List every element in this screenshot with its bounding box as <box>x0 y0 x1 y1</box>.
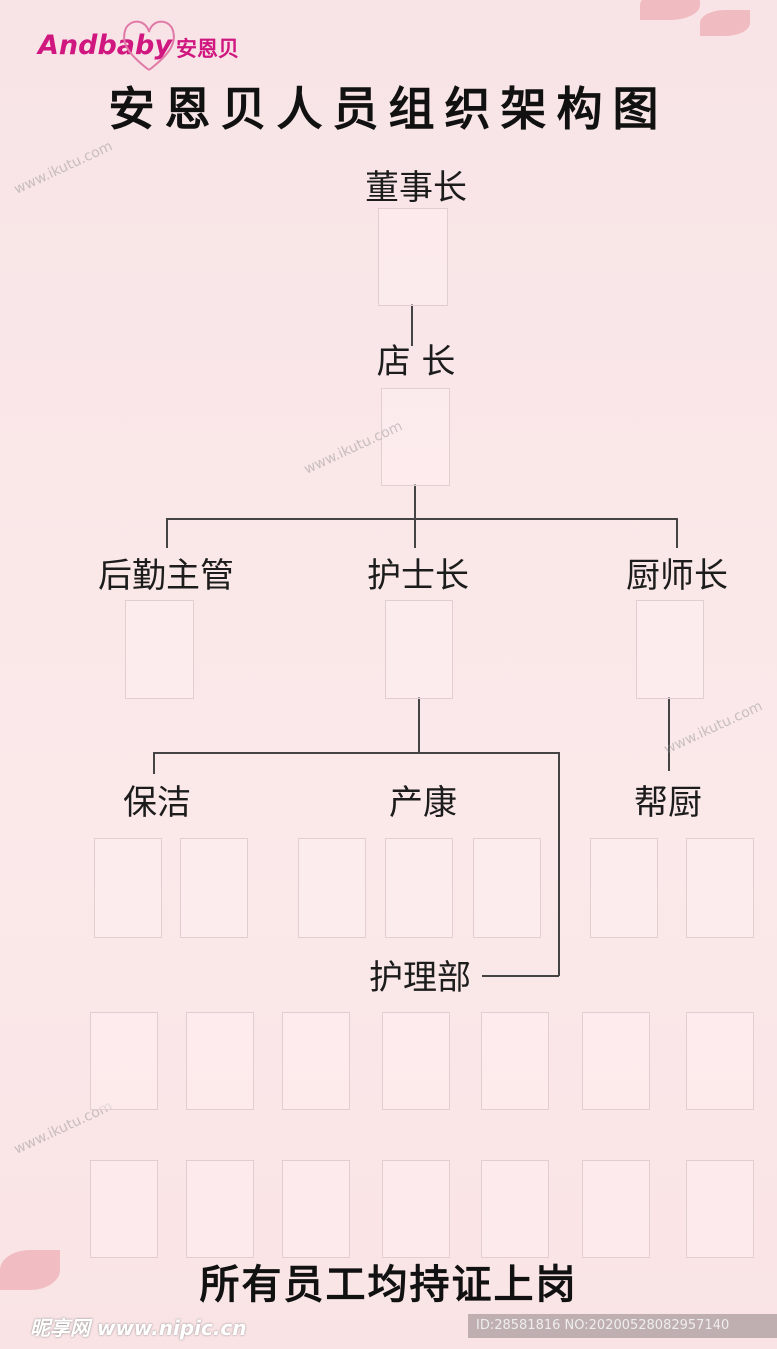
photo-placeholder <box>378 208 448 306</box>
photo-placeholder <box>636 600 704 699</box>
logo-brand-cn: 安恩贝 <box>176 37 239 61</box>
photo-placeholder <box>686 1012 754 1110</box>
connector-line <box>166 518 168 548</box>
photo-placeholder <box>298 838 366 938</box>
connector-line <box>153 752 155 774</box>
connector-line <box>153 752 559 754</box>
node-cleaning: 保洁 <box>123 783 191 823</box>
node-head-nurse: 护士长 <box>367 556 469 596</box>
node-head-chef: 厨师长 <box>626 556 728 596</box>
photo-placeholder <box>582 1160 650 1258</box>
node-kitchen-helper: 帮厨 <box>634 783 702 823</box>
connector-line <box>411 304 413 346</box>
connector-line <box>414 518 416 548</box>
photo-placeholder <box>382 1012 450 1110</box>
flower-decoration <box>700 10 750 36</box>
connector-line <box>676 518 678 548</box>
node-chairman: 董事长 <box>365 168 467 208</box>
photo-placeholder <box>180 838 248 938</box>
connector-line <box>482 975 559 977</box>
connector-line <box>558 752 560 976</box>
node-store-manager: 店 长 <box>376 342 456 382</box>
photo-placeholder <box>385 600 453 699</box>
photo-placeholder <box>94 838 162 938</box>
photo-placeholder <box>282 1160 350 1258</box>
connector-line <box>418 697 420 752</box>
photo-placeholder <box>385 838 453 938</box>
photo-placeholder <box>90 1160 158 1258</box>
photo-placeholder <box>186 1160 254 1258</box>
heart-logo-icon <box>123 20 175 71</box>
footer-slogan: 所有员工均持证上岗 <box>199 1262 578 1308</box>
photo-placeholder <box>125 600 194 699</box>
connector-line <box>414 484 416 518</box>
photo-placeholder <box>473 838 541 938</box>
page-title: 安恩贝人员组织架构图 <box>108 82 669 136</box>
watermark-site: www.ikutu.com <box>661 698 766 758</box>
node-logistics-manager: 后勤主管 <box>98 556 234 596</box>
watermark-id: ID:28581816 NO:20200528082957140 <box>468 1314 777 1338</box>
node-nursing-dept: 护理部 <box>369 958 471 998</box>
node-postpartum: 产康 <box>389 783 457 823</box>
photo-placeholder <box>590 838 658 938</box>
logo-brand: Andbaby <box>38 30 172 61</box>
flower-decoration <box>640 0 700 20</box>
photo-placeholder <box>481 1012 549 1110</box>
photo-placeholder <box>382 1160 450 1258</box>
connector-line <box>166 518 677 520</box>
photo-placeholder <box>481 1160 549 1258</box>
photo-placeholder <box>686 1160 754 1258</box>
connector-line <box>668 697 670 771</box>
photo-placeholder <box>90 1012 158 1110</box>
photo-placeholder <box>381 388 450 486</box>
photo-placeholder <box>186 1012 254 1110</box>
flower-decoration <box>0 1250 60 1290</box>
watermark-nipic: 昵享网 www.nipic.cn <box>30 1316 247 1340</box>
photo-placeholder <box>686 838 754 938</box>
watermark-site: www.ikutu.com <box>11 138 116 198</box>
photo-placeholder <box>282 1012 350 1110</box>
photo-placeholder <box>582 1012 650 1110</box>
